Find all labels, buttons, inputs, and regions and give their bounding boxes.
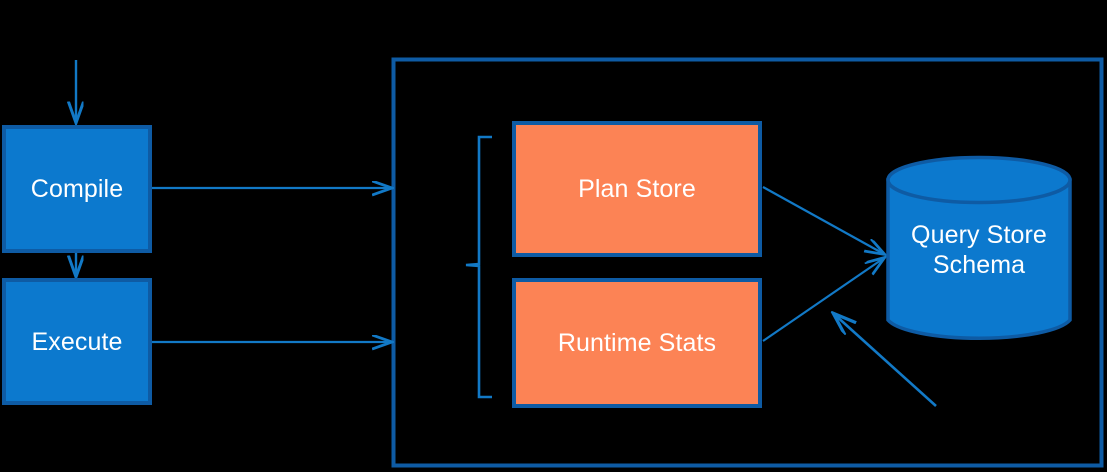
runtime-stats-node[interactable] (512, 278, 762, 408)
query-store-boundary (391, 57, 1104, 468)
cylinder-top-ellipse (886, 155, 1072, 205)
compile-node[interactable] (2, 125, 152, 253)
edge-plan-store-to-schema (762, 186, 884, 254)
edge-runtime-stats-to-schema (762, 258, 884, 342)
query-store-schema-node[interactable] (886, 155, 1072, 341)
execute-node[interactable] (2, 278, 152, 405)
edge-external-to-schema (834, 314, 937, 407)
cylinder-body (886, 178, 1072, 341)
plan-store-node[interactable] (512, 121, 762, 257)
store-group-brace (465, 135, 492, 399)
